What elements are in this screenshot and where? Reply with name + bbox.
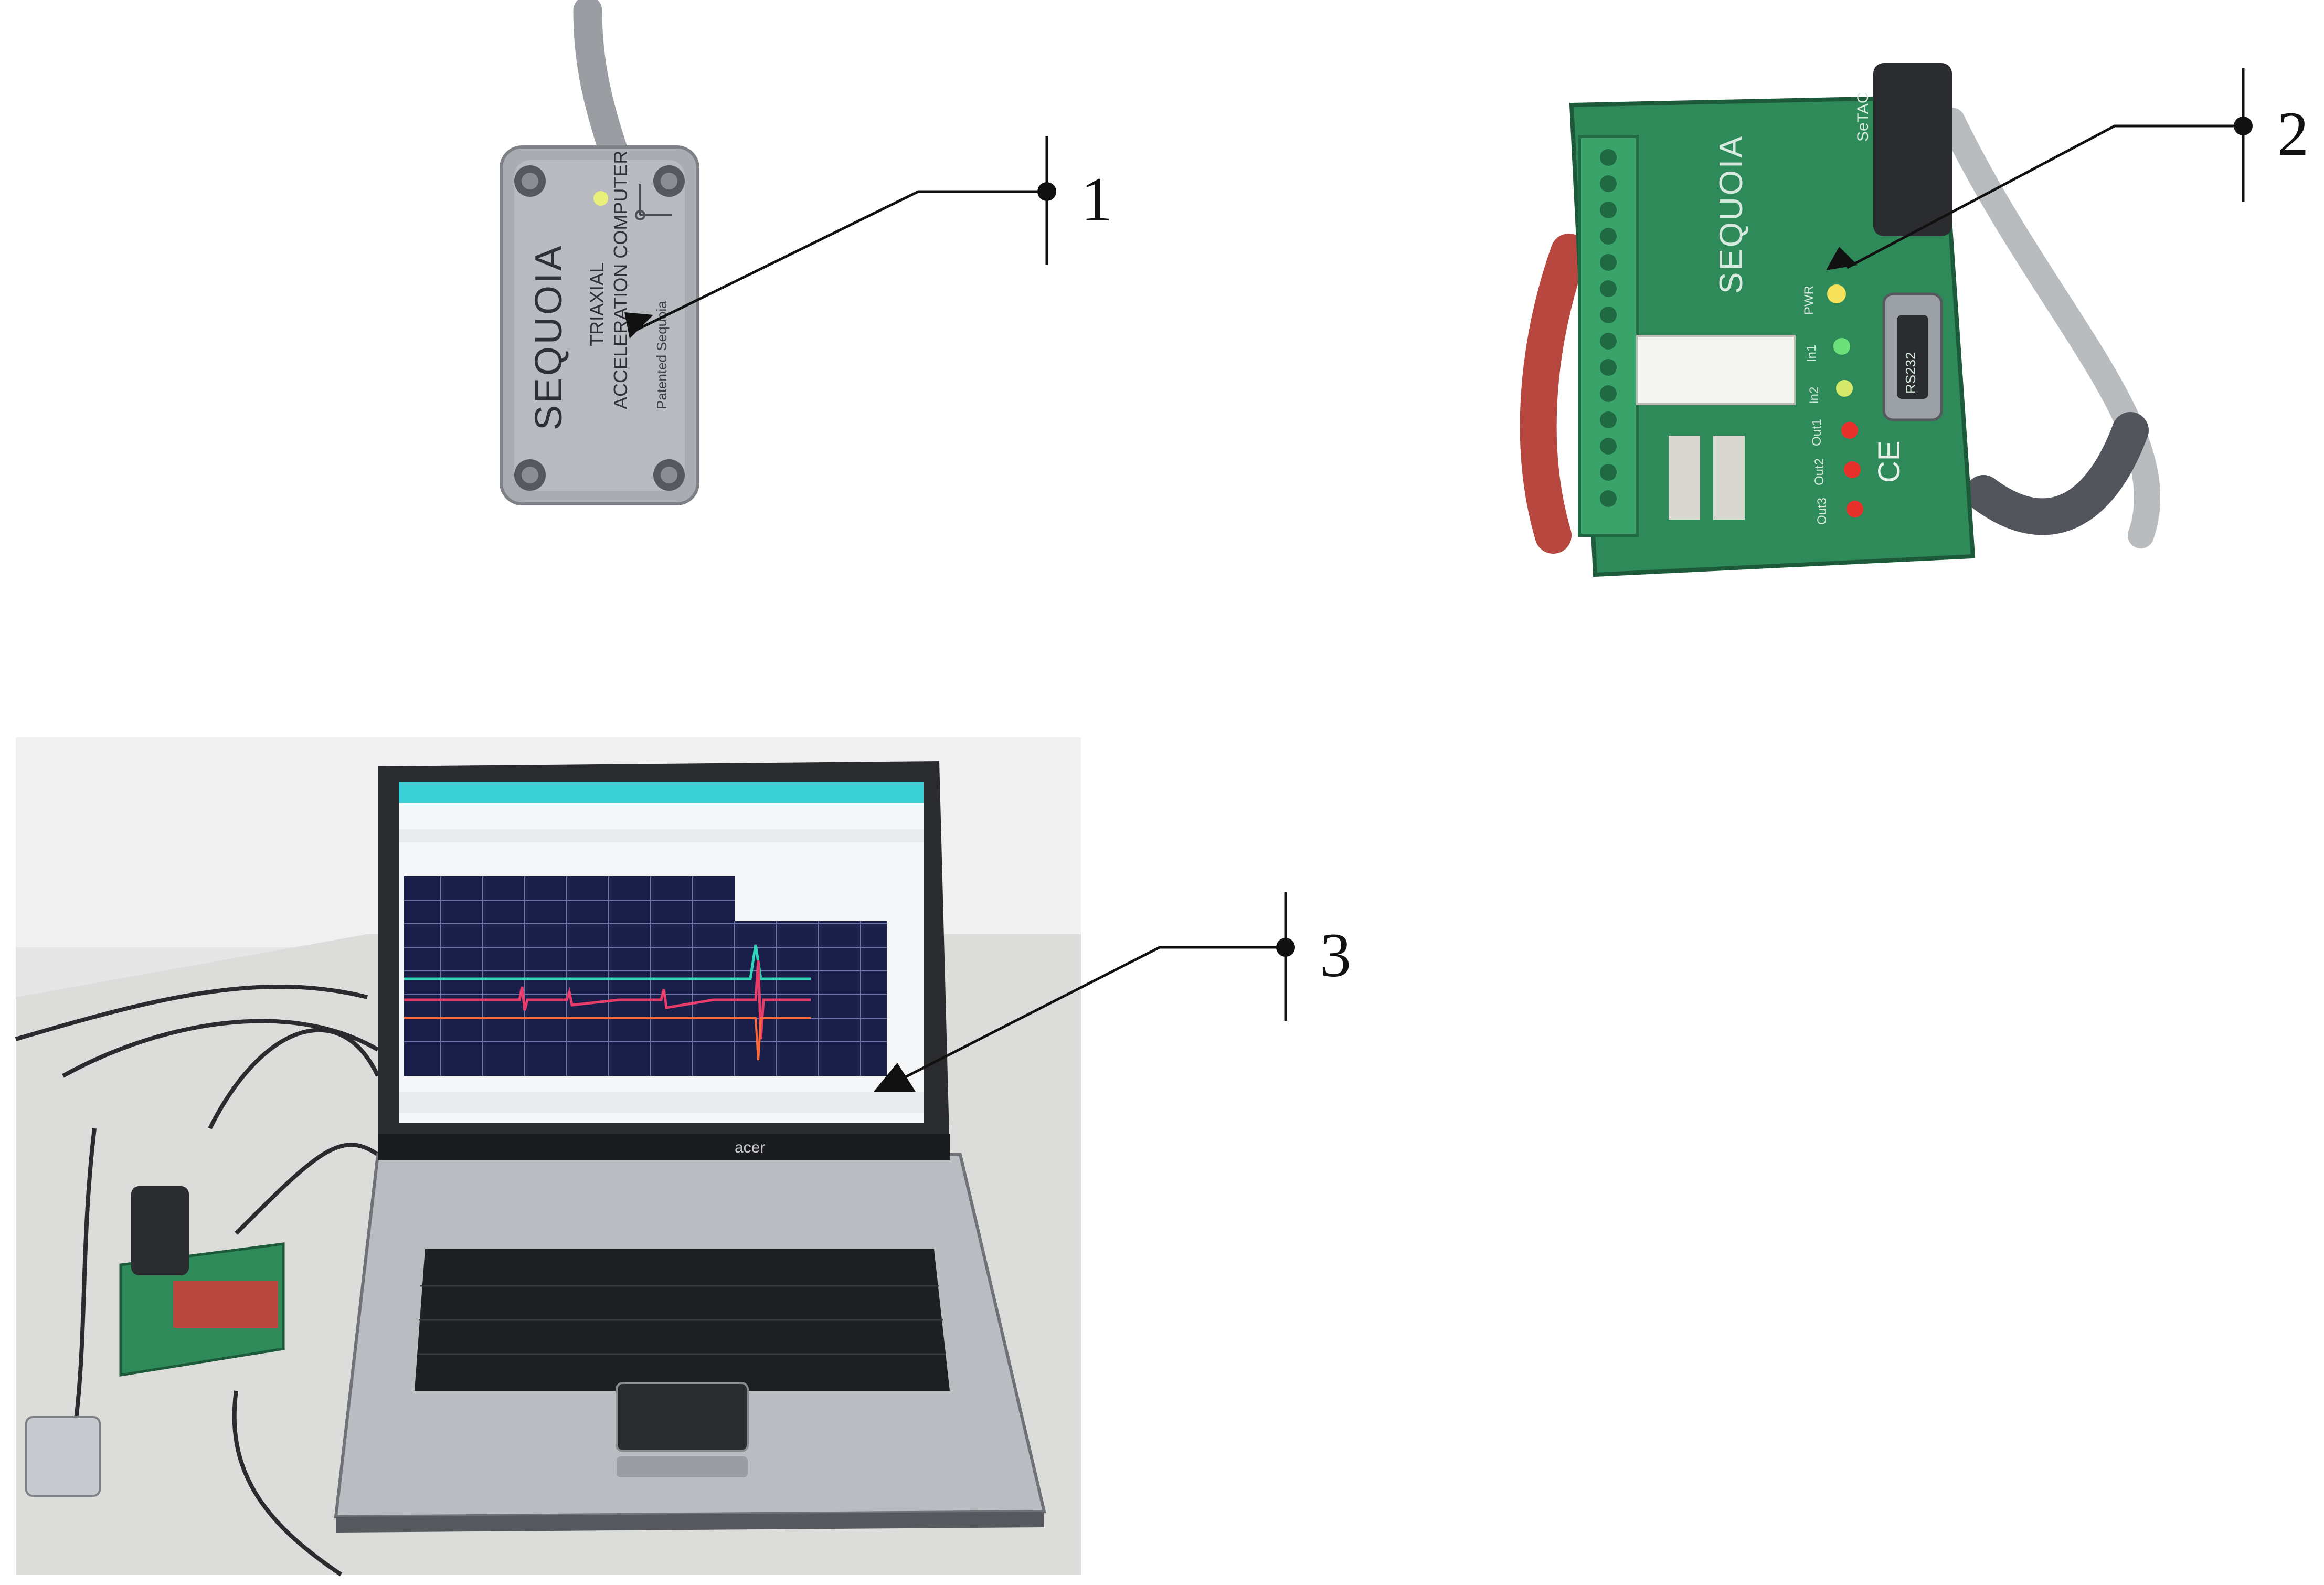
sensor-led <box>593 191 608 206</box>
board-led-label: Out3 <box>1815 498 1829 525</box>
board-led-label: Out1 <box>1810 419 1824 446</box>
laptop-touchpad <box>616 1382 749 1452</box>
board-brand-label: SEQUOIA <box>1713 134 1749 294</box>
callout-number: 2 <box>2277 99 2309 168</box>
board-ce-mark: CE <box>1872 440 1906 483</box>
laptop-brand-label: acer <box>735 1139 765 1156</box>
board-led-label: In2 <box>1807 387 1821 404</box>
screen-trace-2 <box>404 960 811 1040</box>
callout-3: 3 <box>874 892 1351 1092</box>
screen-trace-3 <box>404 1017 811 1061</box>
board-led-label: PWR <box>1802 286 1816 315</box>
callout-2: 2 <box>1826 68 2309 270</box>
sensor-label-line2: ACCELERATION COMPUTER <box>610 151 631 409</box>
board-led-pwr <box>1827 284 1846 303</box>
sensor-label-line1: TRIAXIAL <box>586 262 608 346</box>
callout-number: 3 <box>1320 920 1351 990</box>
board-photo: CE SEQUOIA SeTAC RS232 PWR In1 In2 Out1 … <box>1520 63 2160 577</box>
laptop-setup-photo: acer <box>15 737 1081 1577</box>
board-model-label: SeTAC <box>1854 92 1872 142</box>
board-led-label: Out2 <box>1812 458 1827 485</box>
board-led-label: In1 <box>1805 345 1819 362</box>
sensor-photo: SEQUOIA TRIAXIAL ACCELERATION COMPUTER P… <box>500 0 699 505</box>
board-port-label: RS232 <box>1903 352 1918 394</box>
screen-trace-1 <box>404 944 811 980</box>
callout-number: 1 <box>1081 164 1112 234</box>
callout-1: 1 <box>624 136 1112 339</box>
sensor-brand-label: SEQUOIA <box>528 244 570 430</box>
